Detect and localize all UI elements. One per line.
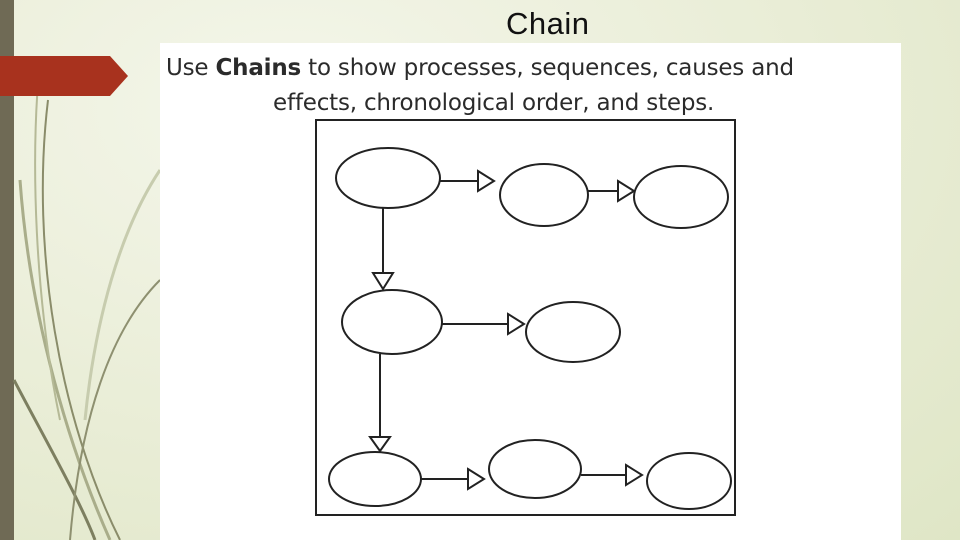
chain-node-row2-b: [525, 301, 621, 363]
chain-arrow-row3-b-to-c: [581, 463, 644, 487]
chain-node-row3-a: [328, 451, 422, 507]
caption-keyword: Chains: [215, 55, 302, 81]
chain-node-row2-a: [341, 289, 443, 355]
content-panel: Use Chains to show processes, sequences,…: [160, 43, 901, 540]
chain-arrow-row3-a-to-b: [421, 467, 486, 491]
chain-arrow-row1-a-to-b: [440, 169, 496, 193]
chain-node-row1-c: [633, 165, 729, 229]
chain-arrow-row2-a-to-b: [442, 312, 526, 336]
caption-line1-rest: to show processes, sequences, causes and: [301, 55, 794, 81]
chain-node-row1-b: [499, 163, 589, 227]
chain-diagram: [315, 119, 736, 516]
chain-node-row1-a: [335, 147, 441, 209]
slide-marker-arrow: [0, 56, 128, 96]
chain-node-row3-b: [488, 439, 582, 499]
chain-node-row3-c: [646, 452, 732, 510]
slide-title: Chain: [506, 6, 590, 41]
decorative-stripes: [12, 59, 162, 540]
chain-arrow-row1-a-to-row2-a: [371, 208, 395, 291]
chain-arrow-row1-b-to-c: [588, 179, 636, 203]
caption-prefix: Use: [166, 55, 216, 81]
left-side-bar: [0, 0, 14, 540]
caption-line2: effects, chronological order, and steps.: [273, 90, 715, 116]
caption-text: Use Chains to show processes, sequences,…: [166, 51, 896, 121]
chain-arrow-row2-a-to-row3-a: [368, 354, 392, 453]
